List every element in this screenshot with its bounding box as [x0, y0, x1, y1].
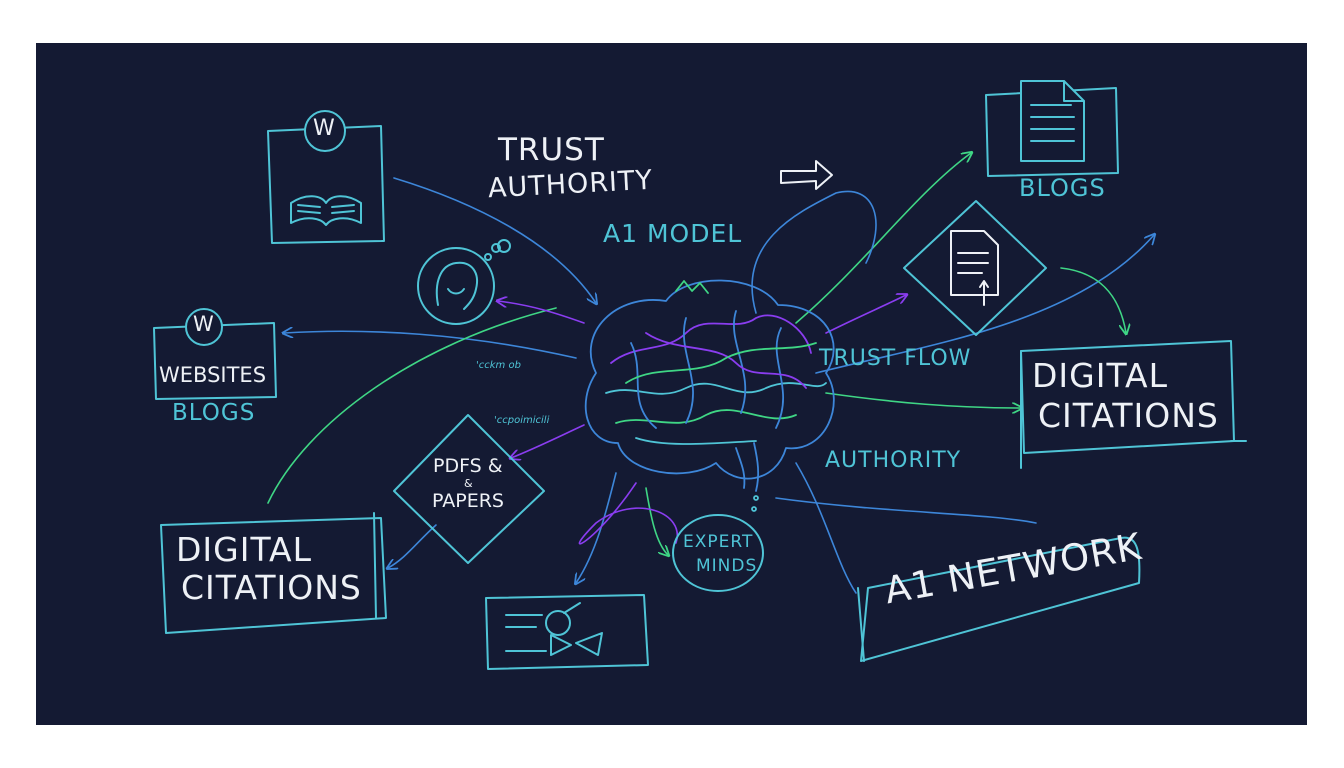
arrow-pdfs-to-left-citations	[388, 524, 437, 568]
thinking-head-icon	[417, 239, 511, 325]
arrow-brain-to-network	[795, 462, 857, 594]
ai-network-box	[857, 536, 1141, 662]
diagram-board: TRUST AUTHORITY A1 MODEL W W WEBSITES BL…	[36, 43, 1307, 725]
brain-icon	[584, 279, 835, 512]
document-icon	[903, 200, 1047, 336]
wiki-letter-left: W	[193, 312, 215, 336]
arrow-doc-to-right-citations	[1060, 267, 1126, 333]
arrow-brain-to-pdfs	[511, 424, 585, 458]
expert-label: EXPERT	[683, 532, 754, 552]
arrow-brain-to-upper-right	[815, 235, 1154, 374]
blog-document-icon	[985, 80, 1119, 177]
websites-label: WEBSITES	[159, 363, 267, 387]
trust-label: TRUST	[498, 132, 605, 168]
ai-model-label: A1 MODEL	[603, 219, 743, 248]
expert-minds-circle	[672, 514, 764, 592]
authority-top-label: AUTHORITY	[487, 164, 654, 205]
pdfs-line1: PDFS &	[433, 455, 503, 477]
trust-flow-label: TRUST FLOW	[819, 346, 972, 371]
arrow-wiki-to-brain	[393, 177, 596, 303]
citations-right-line2: CITATIONS	[1038, 396, 1219, 435]
citations-left-line1: DIGITAL	[176, 530, 313, 569]
arrow-brain-to-head	[498, 301, 585, 324]
arrow-brain-to-right-bottom	[775, 497, 1037, 524]
scribble-text-1: 'cckm ob	[476, 360, 521, 371]
arrow-icon	[780, 160, 833, 190]
minds-label: MINDS	[696, 556, 758, 576]
arrow-brain-loop-top	[751, 190, 877, 314]
diagram-drawing	[153, 80, 1247, 670]
citations-box-left	[160, 512, 387, 634]
scribble-text-2: 'ccpoimicili	[494, 415, 550, 426]
arrow-brain-loop-purple	[578, 482, 679, 545]
citations-left-line2: CITATIONS	[181, 568, 362, 607]
blogs-right-label: BLOGS	[1019, 174, 1106, 202]
arrow-brain-to-video	[576, 472, 617, 583]
arrow-brain-to-expert	[645, 487, 668, 555]
video-player-icon	[485, 594, 649, 670]
arrow-brain-to-websites	[284, 331, 577, 359]
arrow-brain-to-right-citations	[825, 392, 1021, 408]
arrow-brain-to-doc	[825, 295, 906, 334]
pdfs-line2: &	[464, 477, 474, 490]
arrow-left-citations-up	[267, 307, 557, 504]
authority-bottom-label: AUTHORITY	[825, 448, 962, 473]
citations-right-line1: DIGITAL	[1032, 356, 1169, 395]
citations-box-right	[1020, 340, 1247, 469]
pdfs-diamond	[393, 414, 545, 564]
connector-arrows	[267, 153, 1154, 594]
wiki-letter-top: W	[313, 116, 336, 141]
website-icon	[153, 308, 277, 400]
blogs-left-label: BLOGS	[172, 400, 256, 426]
arrow-brain-to-blogs-right	[795, 153, 971, 324]
pdfs-line3: PAPERS	[432, 490, 504, 512]
wikipedia-book-icon	[267, 110, 385, 244]
